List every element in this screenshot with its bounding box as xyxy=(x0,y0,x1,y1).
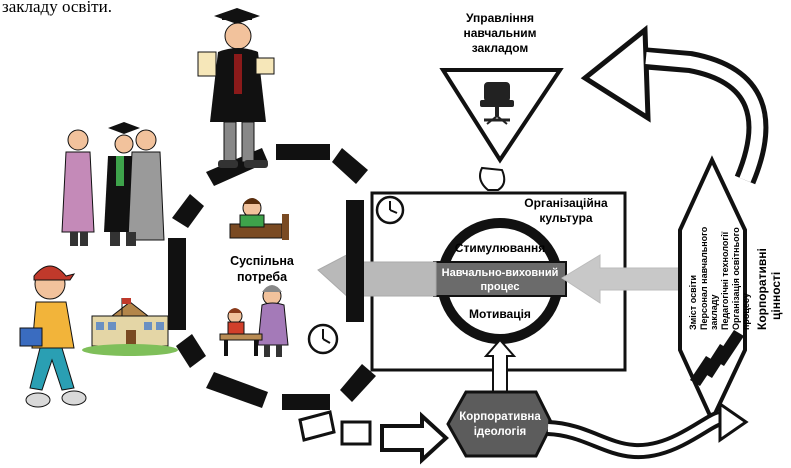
values-title-2: цінності xyxy=(769,272,783,320)
values-item-2: Персонал навчального xyxy=(699,226,709,330)
stimulation-label: Стимулювання xyxy=(455,241,545,255)
top-return-arrow xyxy=(580,24,769,185)
management-triangle xyxy=(439,68,564,164)
office-chair-icon xyxy=(480,82,514,125)
bottom-arrow-chain xyxy=(298,410,449,465)
motivation-label: Мотивація xyxy=(469,307,531,321)
ideology-shape xyxy=(446,390,554,458)
school-building-illustration xyxy=(82,298,178,356)
ideology-label-2: ідеологія xyxy=(474,426,527,438)
bottom-swoosh-arrow xyxy=(547,401,749,459)
schoolboy-illustration xyxy=(19,265,87,408)
family-group-illustration xyxy=(61,122,165,246)
org-culture-label-1: Організаційна xyxy=(524,196,608,210)
reading-child-illustration xyxy=(229,198,289,240)
management-label-1: Управління xyxy=(466,11,534,25)
top-caption: закладу освіти. xyxy=(2,0,112,16)
clock-icon xyxy=(375,195,405,225)
values-item-1: Зміст освіти xyxy=(688,275,698,330)
clock-icon xyxy=(307,323,339,355)
org-culture-label-2: культура xyxy=(539,211,592,225)
process-label-2: процес xyxy=(481,281,520,293)
values-item-3: закладу xyxy=(709,294,719,330)
management-label-3: закладом xyxy=(472,41,529,55)
social-need-label-1: Суспільна xyxy=(230,254,295,268)
teacher-scene-illustration xyxy=(219,285,289,357)
management-label-2: навчальним xyxy=(464,26,537,40)
values-title: Корпоративні цінності xyxy=(755,248,783,330)
social-need-label-2: потреба xyxy=(237,270,288,284)
values-title-1: Корпоративні xyxy=(755,248,769,330)
values-item-5: Організація освітнього xyxy=(731,227,741,330)
graduate-figure xyxy=(197,8,275,168)
values-item-6: процесу xyxy=(741,293,751,330)
values-items: Зміст освіти Персонал навчального заклад… xyxy=(688,226,751,330)
central-circle xyxy=(433,218,567,344)
process-label-1: Навчально-виховний xyxy=(442,267,559,279)
values-item-4: Педагогічні технології xyxy=(720,231,730,330)
ideology-label-1: Корпоративна xyxy=(459,411,541,423)
